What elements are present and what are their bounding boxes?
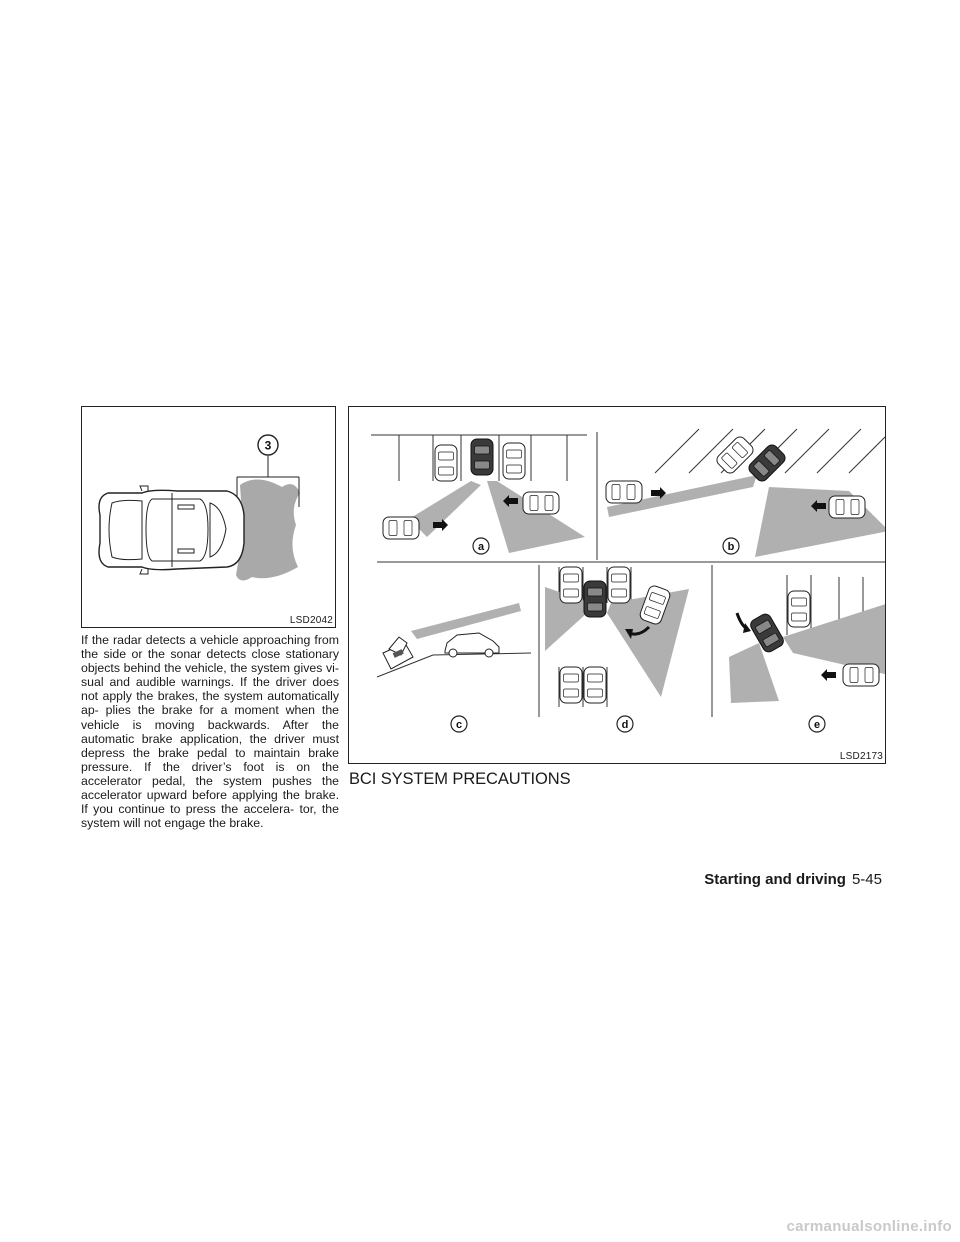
panel-label-a: a [478,541,485,553]
page-footer: Starting and driving 5-45 [704,871,882,888]
section-heading: BCI SYSTEM PRECAUTIONS [349,770,571,788]
figure-bci-scenarios: a b [348,406,886,764]
figure-code: LSD2042 [289,615,333,626]
panel-label-c: c [456,719,462,731]
panel-label-d: d [622,719,629,731]
figure-sonar-detection: 3 LSD2042 [81,406,336,628]
scenario-c: c [376,603,532,733]
watermark: carmanualsonline.info [786,1218,952,1235]
body-paragraph: If the radar detects a vehicle approachi… [81,633,339,831]
sonar-illustration: 3 [98,434,300,581]
scenario-a: a [371,434,587,555]
scenario-b: b [605,428,885,557]
scenarios-illustration: a b [371,428,885,733]
footer-page-number: 5-45 [851,871,882,888]
figure-code: LSD2173 [839,751,883,762]
callout-3: 3 [265,439,272,453]
scenario-e: e [729,575,885,733]
footer-section-name: Starting and driving [704,871,846,888]
scenario-d: d [545,566,689,733]
panel-label-e: e [814,719,820,731]
panel-label-b: b [728,541,735,553]
